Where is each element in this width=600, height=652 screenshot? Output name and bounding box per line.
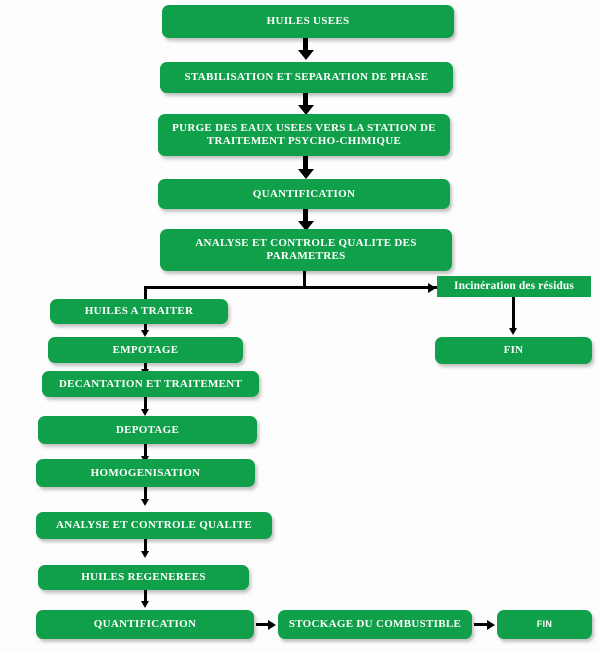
node-stabilisation[interactable]: STABILISATION ET SEPARATION DE PHASE xyxy=(160,62,453,93)
node-fin-bottom[interactable]: FIN xyxy=(497,610,592,639)
node-incineration-residus[interactable]: Incinération des résidus xyxy=(437,276,591,297)
connector-branch-left-down xyxy=(144,286,147,300)
node-quantification-top[interactable]: QUANTIFICATION xyxy=(158,179,450,209)
arrowhead-huiles-to-stabilisation xyxy=(297,50,314,60)
node-huiles-usees[interactable]: HUILES USEES xyxy=(162,5,454,38)
connector-empotage-to-decantation xyxy=(144,363,147,372)
node-depotage[interactable]: DEPOTAGE xyxy=(38,416,257,444)
arrowhead-purge-to-quantification xyxy=(297,169,314,179)
connector-depotage-to-homogenisation xyxy=(144,444,147,458)
arrowhead-traiter-to-empotage xyxy=(141,330,149,337)
connector-huiles-to-stabilisation xyxy=(303,38,308,52)
connector-quantification-to-stockage xyxy=(256,623,271,626)
arrowhead-incineration-to-fin xyxy=(509,328,517,335)
node-stockage-combustible[interactable]: STOCKAGE DU COMBUSTIBLE xyxy=(278,610,472,639)
arrowhead-quantification-to-stockage xyxy=(268,619,276,630)
node-analyse-controle-qualite[interactable]: ANALYSE ET CONTROLE QUALITE xyxy=(36,512,272,539)
arrowhead-analyse-to-regenerees xyxy=(141,551,149,558)
connector-quantification-to-analyse xyxy=(303,209,308,224)
arrowhead-quantification-to-analyse xyxy=(297,221,314,231)
arrowhead-branch-to-incineration xyxy=(428,282,436,293)
node-fin-right[interactable]: FIN xyxy=(435,337,592,364)
connector-stockage-to-fin xyxy=(474,623,490,626)
arrowhead-decantation-to-depotage xyxy=(141,409,149,416)
connector-purge-to-quantification xyxy=(303,156,308,172)
connector-traiter-to-empotage xyxy=(144,324,147,333)
node-purge-eaux-usees[interactable]: PURGE DES EAUX USEES VERS LA STATION DE … xyxy=(158,114,450,156)
connector-incineration-to-fin xyxy=(512,297,515,330)
node-empotage[interactable]: EMPOTAGE xyxy=(48,337,243,363)
node-homogenisation[interactable]: HOMOGENISATION xyxy=(36,459,255,487)
arrowhead-homogenisation-to-analyse xyxy=(141,499,149,506)
node-decantation-traitement[interactable]: DECANTATION ET TRAITEMENT xyxy=(42,371,259,397)
arrowhead-regenerees-to-quantification xyxy=(141,601,149,608)
connector-stabilisation-to-purge xyxy=(303,93,308,107)
node-huiles-regenerees[interactable]: HUILES REGENEREES xyxy=(38,565,249,590)
connector-regenerees-to-quantification xyxy=(144,590,147,603)
node-quantification-bottom[interactable]: QUANTIFICATION xyxy=(36,610,254,639)
connector-decantation-to-depotage xyxy=(144,397,147,411)
connector-analyse-to-regenerees xyxy=(144,539,147,553)
connector-homogenisation-to-analyse xyxy=(144,487,147,502)
node-huiles-a-traiter[interactable]: HUILES A TRAITER xyxy=(50,299,228,324)
connector-analyse-stub-down xyxy=(303,271,306,288)
node-analyse-parametres[interactable]: ANALYSE ET CONTROLE QUALITE DES PARAMETR… xyxy=(160,229,452,271)
connector-branch-horizontal xyxy=(144,286,438,289)
arrowhead-stabilisation-to-purge xyxy=(297,105,314,115)
arrowhead-stockage-to-fin xyxy=(487,619,495,630)
